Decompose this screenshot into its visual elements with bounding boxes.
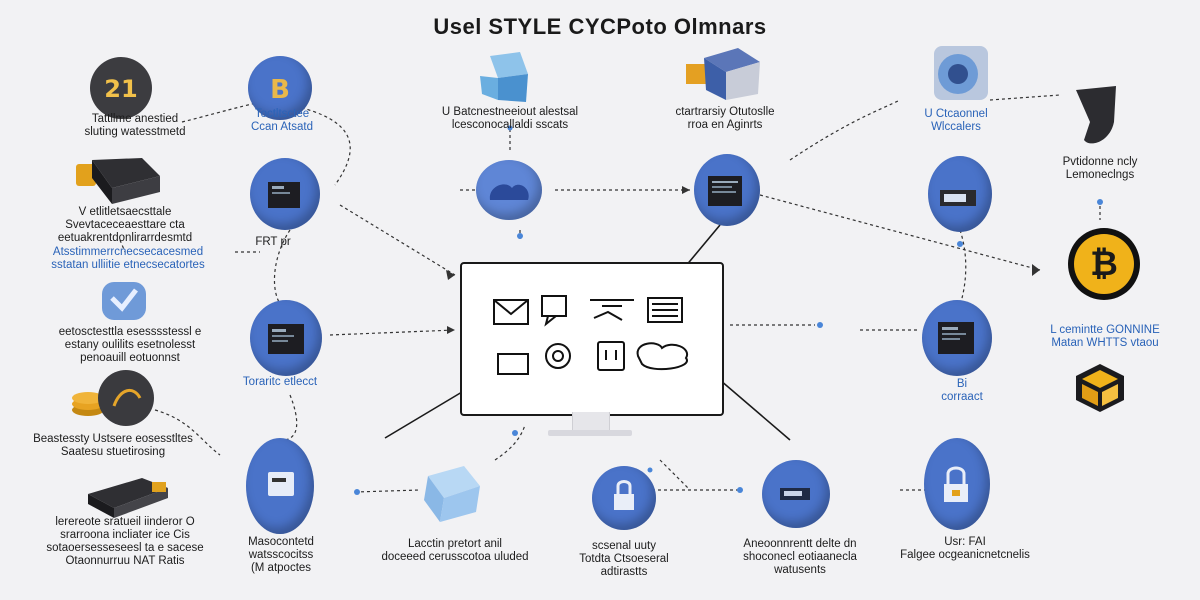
shield-device-icon [1076, 86, 1116, 144]
left-label-1: Tattllme anestied sluting watesstmetd [84, 113, 186, 138]
wallet-icon [940, 190, 976, 206]
svg-text:21: 21 [104, 75, 137, 103]
left-label-4: eetosctesttla esesssstessl e estany ouli… [58, 326, 202, 364]
bottom-label-1: Lacctin pretort anil doceeed cerusscotoa… [381, 538, 529, 563]
solid-wire [719, 379, 791, 441]
wire [494, 424, 526, 461]
check-badge-icon [102, 282, 146, 320]
node-terminal-right[interactable] [922, 300, 992, 376]
node-terminal-2[interactable] [250, 300, 322, 376]
monitor-icon [268, 182, 300, 208]
wire [181, 97, 291, 123]
wire [154, 409, 221, 456]
right-label-1: Pvtidonne ncly Lemoneclngs [1062, 156, 1138, 181]
node-label-1: Toctltsctee Ccan Atsatd [250, 108, 313, 133]
bottom-label-3: Aneoonnrentt delte dn shoconecl eotiaane… [743, 538, 857, 576]
solid-wire [384, 391, 463, 439]
left-label-6: lerereote sratueil iinderor O srarroona … [46, 516, 204, 567]
bitcoin-icon: ₿ [1068, 228, 1140, 300]
cube-icon [1076, 364, 1124, 412]
node-key[interactable] [924, 438, 990, 530]
bottom-label-4: Usr: FAI Falgee ocgeanicnetcnelis [900, 536, 1030, 561]
usb-wallet-icon [88, 478, 168, 518]
b-letter-icon: B [270, 75, 290, 105]
wire [659, 459, 691, 491]
wire [119, 239, 126, 253]
wire [959, 229, 967, 306]
cloud-icon [489, 184, 529, 200]
node-label-4: Masocontetd watsscocitss (M atpoctes [248, 536, 314, 574]
wire [759, 194, 1041, 271]
monitor-icon [708, 176, 742, 206]
monitor-icon [268, 324, 304, 354]
dark-coin-icon: 21 [90, 57, 152, 119]
bottom-label-2: scsenal uuty Totdta Ctsoeseral adtirastt… [579, 540, 669, 578]
wire [289, 104, 351, 186]
right-mid-label: Bi corraact [941, 378, 983, 403]
cube-icon [480, 52, 528, 102]
chart-icon [590, 299, 634, 321]
card-icon [780, 488, 810, 500]
ledger-icon [647, 297, 683, 323]
monitor-base [548, 430, 632, 436]
diagram-title: Usel STYLE CYCPoto Olmnars [433, 14, 767, 39]
wire [339, 204, 456, 276]
chat-icon [541, 295, 567, 317]
cloud-icon [636, 342, 689, 371]
server-stack-icon [686, 48, 760, 100]
node-wallet-right[interactable] [928, 156, 992, 232]
key-icon [944, 466, 968, 502]
node-label-2: FRT pr [255, 236, 291, 248]
node-cloud[interactable] [476, 160, 542, 220]
left-label-3: Atsstimmerrcnecsecacesmed sstatan ulliit… [51, 246, 205, 271]
node-lock[interactable] [592, 466, 656, 530]
node-b-coin[interactable]: B [248, 56, 312, 120]
envelope-icon [493, 299, 529, 325]
node-terminal-top[interactable] [694, 154, 760, 226]
right-top-label: U Ctcaonnel Wlccalers [924, 108, 988, 133]
node-device-3[interactable] [246, 438, 314, 534]
wire [281, 394, 298, 441]
node-card[interactable] [762, 460, 830, 528]
gold-coin-stack-icon [72, 370, 154, 426]
central-dashboard-monitor[interactable] [460, 262, 724, 416]
wire [989, 94, 1061, 101]
left-label-5: Beastessty Ustsere eosesstltes Saatesu s… [33, 433, 193, 458]
key-icon [597, 341, 625, 371]
wire [329, 329, 456, 336]
right-label-2: L cemintte GONNINE Matan WHTTS vtaou [1050, 324, 1160, 349]
lock-icon [614, 480, 634, 510]
spiral-icon [545, 343, 571, 369]
wallet-icon [497, 353, 529, 375]
hardware-wallet-icon [76, 158, 160, 204]
wire [354, 489, 421, 493]
top-right-label: ctartrarsiy Otutoslle rroa en Aginrts [675, 106, 775, 131]
node-terminal-1[interactable] [250, 158, 320, 230]
wallet-icon [268, 472, 294, 496]
globe-device-icon [934, 46, 988, 100]
crystal-cube-icon [424, 466, 480, 522]
dashboard-icons [493, 295, 689, 375]
svg-text:B: B [270, 75, 290, 105]
top-mid-label: U Batcnestneeiout alestsal lcesconocalla… [441, 106, 579, 131]
monitor-icon [938, 322, 974, 354]
left-label-2: V etlitletsaecsttale Svevtaceceaesttare … [57, 206, 193, 244]
node-label-3: Toraritc etlecct [242, 376, 318, 388]
